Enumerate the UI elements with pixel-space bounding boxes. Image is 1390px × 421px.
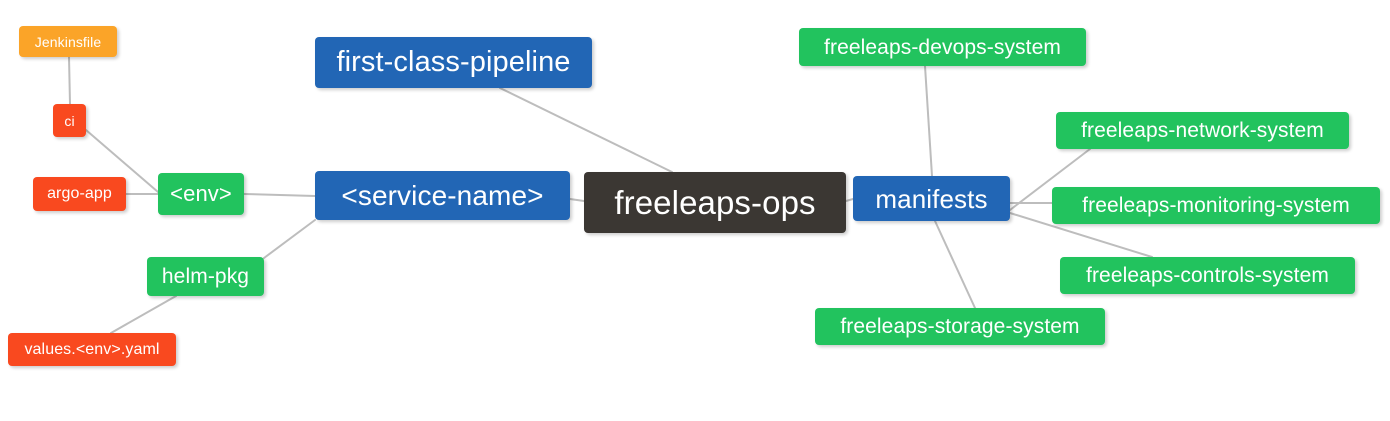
node-label-argo-app: argo-app: [47, 185, 112, 202]
node-service-name[interactable]: <service-name>: [315, 171, 570, 220]
edge-service-name-to-helm-pkg: [263, 219, 316, 259]
node-label-env: <env>: [170, 181, 232, 206]
node-label-ci: ci: [64, 112, 75, 129]
node-freeleaps-ops[interactable]: freeleaps-ops: [584, 172, 846, 233]
node-freeleaps-devops-system[interactable]: freeleaps-devops-system: [799, 28, 1086, 66]
node-label-freeleaps-devops-system: freeleaps-devops-system: [824, 35, 1061, 59]
edge-manifests-to-freeleaps-storage-system: [934, 220, 976, 309]
node-ci[interactable]: ci: [53, 104, 86, 137]
edge-helm-pkg-to-values-yaml: [110, 295, 177, 334]
node-manifests[interactable]: manifests: [853, 176, 1010, 221]
node-argo-app[interactable]: argo-app: [33, 177, 126, 211]
node-label-freeleaps-network-system: freeleaps-network-system: [1081, 119, 1324, 142]
edge-first-class-pipeline-to-freeleaps-ops: [499, 87, 673, 173]
node-label-freeleaps-storage-system: freeleaps-storage-system: [840, 315, 1080, 338]
node-label-freeleaps-controls-system: freeleaps-controls-system: [1086, 264, 1329, 287]
node-freeleaps-controls-system[interactable]: freeleaps-controls-system: [1060, 257, 1355, 294]
node-freeleaps-storage-system[interactable]: freeleaps-storage-system: [815, 308, 1105, 345]
edge-freeleaps-ops-to-manifests: [845, 198, 854, 202]
node-jenkinsfile[interactable]: Jenkinsfile: [19, 26, 117, 57]
node-label-values-yaml: values.<env>.yaml: [24, 340, 160, 358]
node-label-freeleaps-monitoring-system: freeleaps-monitoring-system: [1082, 194, 1350, 217]
node-label-service-name: <service-name>: [341, 179, 544, 211]
node-freeleaps-network-system[interactable]: freeleaps-network-system: [1056, 112, 1349, 149]
node-first-class-pipeline[interactable]: first-class-pipeline: [315, 37, 592, 88]
node-env[interactable]: <env>: [158, 173, 244, 215]
edge-jenkinsfile-to-ci: [68, 56, 71, 105]
node-label-manifests: manifests: [875, 183, 988, 214]
node-label-helm-pkg: helm-pkg: [161, 265, 250, 288]
node-label-freeleaps-ops: freeleaps-ops: [614, 184, 816, 221]
node-helm-pkg[interactable]: helm-pkg: [147, 257, 264, 296]
edge-manifests-to-freeleaps-devops-system: [924, 65, 933, 177]
node-values-yaml[interactable]: values.<env>.yaml: [8, 333, 176, 366]
edge-service-name-to-freeleaps-ops: [569, 198, 585, 202]
node-label-first-class-pipeline: first-class-pipeline: [336, 46, 571, 78]
node-label-jenkinsfile: Jenkinsfile: [34, 33, 102, 50]
node-freeleaps-monitoring-system[interactable]: freeleaps-monitoring-system: [1052, 187, 1380, 224]
edge-env-to-service-name: [243, 193, 316, 197]
